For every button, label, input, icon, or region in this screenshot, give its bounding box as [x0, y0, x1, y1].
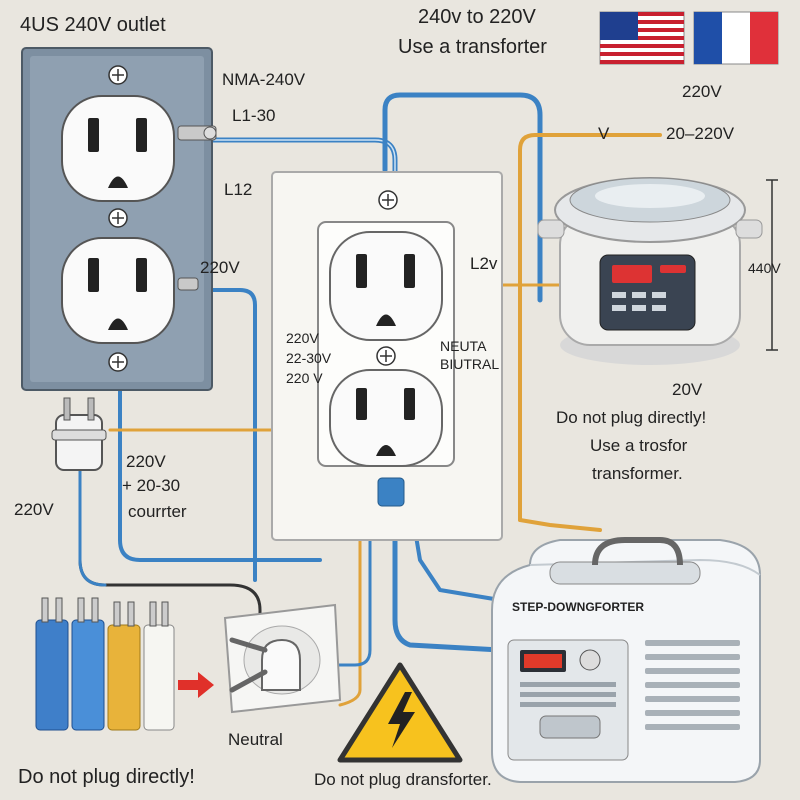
label-center-neutral-1: NEUTA — [440, 338, 487, 354]
wire-orange-cooker — [518, 133, 642, 522]
conversion-subtitle: Use a transforter — [398, 36, 547, 58]
center-outlet — [271, 171, 503, 541]
screw-icon — [108, 208, 128, 228]
label-center-220v-2: 220 V — [286, 370, 323, 386]
wires — [78, 92, 662, 707]
label-l1-30: L1-30 — [232, 106, 276, 125]
arrow-right-icon — [178, 672, 214, 698]
label-center-220v-1: 220V — [286, 330, 319, 346]
wire-orange-transformer — [518, 518, 602, 532]
screw-icon — [378, 190, 398, 210]
screw-icon — [108, 352, 128, 372]
label-cooker-220v: 220V — [682, 82, 722, 101]
rice-cooker — [537, 177, 778, 365]
us-outlet-title: 4US 240V outlet — [20, 14, 166, 36]
warning-right-line3: transformer. — [592, 464, 683, 483]
center-receptacle-bottom — [329, 369, 443, 467]
receptacle-top — [61, 95, 175, 202]
label-neutral-bottom: Neutral — [228, 730, 283, 749]
warning-bottom-left: Do not plug directly! — [18, 766, 195, 788]
plug-icon — [51, 397, 107, 471]
transformer-label: STEP-DOWNGFORTER — [512, 600, 644, 614]
conversion-title: 240v to 220V — [418, 6, 536, 28]
label-plug-220v: 220V — [126, 452, 166, 471]
receptacle-bottom — [61, 237, 175, 344]
screw-icon — [108, 65, 128, 85]
eu-plug-icon — [229, 637, 301, 693]
screw-icon — [376, 346, 396, 366]
label-center-neutral-2: BIUTRAL — [440, 356, 500, 372]
label-cooker-v: V — [598, 124, 610, 143]
wall-socket — [223, 603, 342, 714]
step-down-transformer — [491, 537, 761, 783]
label-cooker-range: 20–220V — [666, 124, 735, 143]
warning-right-line2: Use a trosfor — [590, 436, 688, 455]
label-cooker-440v: 440V — [748, 260, 781, 276]
warning-bottom-center: Do not plug dransforter. — [314, 770, 492, 789]
wire-blue-loop — [382, 92, 543, 303]
label-plug-range: + 20-30 — [122, 476, 181, 495]
wire-center-down — [392, 497, 503, 653]
label-plug-counter: courrter — [128, 502, 187, 521]
label-220v-left: 220V — [200, 258, 240, 277]
label-cooker-20v: 20V — [672, 380, 703, 399]
label-center-22-30v: 22-30V — [286, 350, 332, 366]
label-l12: L12 — [224, 180, 253, 199]
us-outlet — [21, 47, 217, 391]
lightning-icon — [388, 692, 415, 748]
plug-adapters — [35, 597, 175, 731]
warning-triangle-icon — [337, 662, 463, 763]
fr-flag-icon — [693, 11, 779, 65]
label-plug-220v-left: 220V — [14, 500, 54, 519]
wire-blue-left — [118, 358, 322, 562]
center-receptacle-top — [329, 231, 443, 341]
warning-right-line1: Do not plug directly! — [556, 408, 707, 427]
us-flag-icon — [599, 11, 685, 65]
label-center-l2v: L2v — [470, 254, 498, 273]
label-nma-240v: NMA-240V — [222, 70, 306, 89]
